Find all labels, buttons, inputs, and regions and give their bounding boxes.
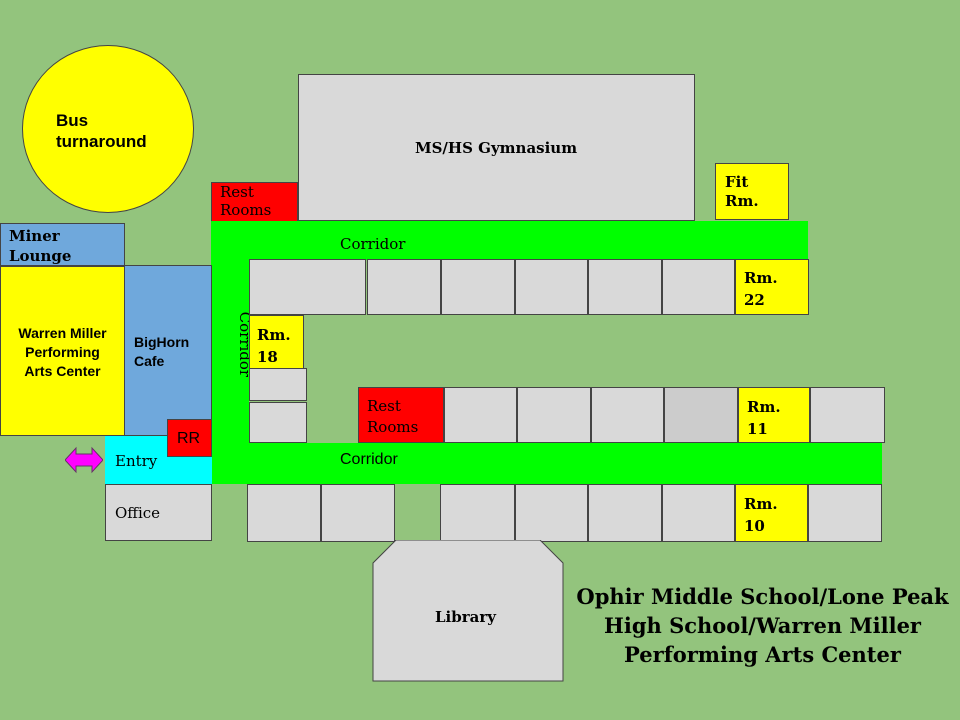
double-arrow-icon — [65, 446, 103, 474]
room — [249, 402, 307, 443]
map-title: Ophir Middle School/Lone Peak High Schoo… — [576, 584, 949, 667]
room-18-label: Rm. 18 — [257, 326, 291, 366]
performing-arts-center — [0, 266, 125, 436]
room — [808, 484, 882, 542]
room — [515, 259, 588, 315]
room — [662, 484, 735, 542]
rest-rooms-lower-label: Rest Rooms — [367, 397, 419, 436]
corridor-bottom — [211, 443, 882, 484]
library-label: Library — [435, 608, 496, 626]
miner-lounge-label: Miner Lounge — [9, 227, 72, 265]
rr-label: RR — [177, 430, 201, 447]
office — [105, 484, 212, 541]
bighorn-cafe-label: BigHorn Cafe — [134, 334, 190, 369]
room-10 — [735, 484, 808, 542]
corridor-bottom-label: Corridor — [340, 451, 398, 468]
room — [515, 484, 588, 542]
room — [662, 259, 735, 315]
bighorn-cafe — [124, 265, 212, 436]
room — [249, 368, 307, 401]
corridor-top-label: Corridor — [340, 235, 406, 253]
room-18 — [249, 315, 304, 371]
room-10-label: Rm. 10 — [744, 495, 778, 535]
miner-lounge — [0, 223, 125, 266]
corridor-side — [211, 221, 249, 484]
room — [441, 259, 515, 315]
rest-rooms-lower — [358, 387, 444, 443]
room — [444, 387, 517, 443]
fit-room — [715, 163, 789, 220]
room — [367, 259, 441, 315]
rr-room — [167, 419, 212, 457]
bus-turnaround — [22, 45, 194, 213]
rest-rooms-upper — [211, 182, 298, 222]
library — [372, 540, 564, 682]
room — [249, 259, 366, 315]
room — [440, 484, 515, 542]
office-label: Office — [115, 504, 161, 522]
room — [321, 484, 395, 542]
gymnasium-label: MS/HS Gymnasium — [415, 139, 578, 157]
room — [664, 387, 738, 443]
corridor-top — [211, 221, 808, 260]
room-11-label: Rm. 11 — [747, 398, 781, 438]
room — [517, 387, 591, 443]
room — [588, 259, 662, 315]
room — [810, 387, 885, 443]
room-22-label: Rm. 22 — [744, 269, 778, 309]
fit-room-label: Fit Rm. — [725, 173, 759, 210]
room — [588, 484, 662, 542]
performing-arts-center-label: Warren Miller Performing Arts Center — [18, 325, 107, 379]
gymnasium — [298, 74, 695, 221]
entry-label: Entry — [115, 452, 158, 470]
room — [247, 484, 321, 542]
room-22 — [735, 259, 809, 315]
bus-turnaround-label: Bus turnaround — [56, 111, 147, 152]
room — [591, 387, 664, 443]
rest-rooms-upper-label: Rest Rooms — [220, 183, 272, 219]
room-11 — [738, 387, 810, 443]
